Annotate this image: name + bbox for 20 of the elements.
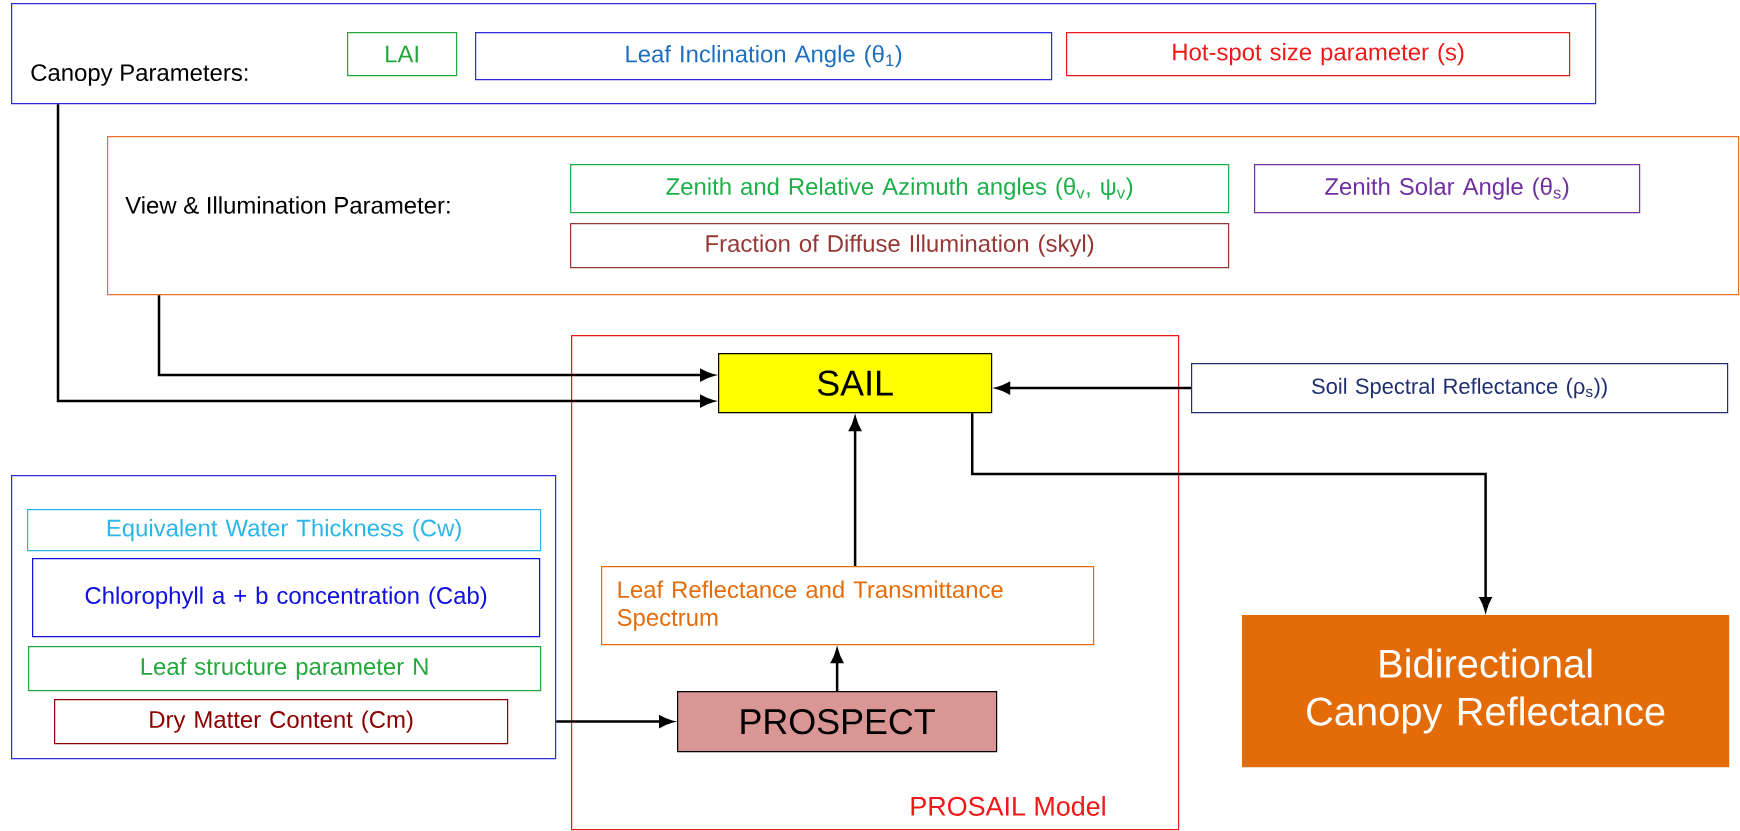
parameter-box: Leaf structure parameter N	[28, 646, 542, 692]
output-box: Leaf Reflectance and Transmittance Spectrum	[601, 566, 1095, 646]
arrow	[831, 648, 844, 691]
parameter-box: Hot-spot size parameter (s)	[1066, 32, 1571, 77]
parameter-box: Dry Matter Content (Cm)	[54, 699, 509, 745]
parameter-box: Leaf Inclination Angle (θ$_{1}$)	[475, 32, 1053, 81]
process-box: SAIL	[718, 353, 993, 414]
process-box: PROSPECT	[677, 691, 998, 753]
input-box: Soil Spectral Reflectance (ρ$_{s}$))	[1191, 363, 1729, 414]
arrow	[157, 295, 715, 382]
arrow	[849, 416, 862, 566]
parameter-box: Zenith Solar Angle (θ$_{s}$)	[1254, 164, 1641, 214]
output-box: Bidirectional Canopy Reflectance	[1242, 615, 1730, 768]
parameter-box: LAI	[347, 32, 458, 77]
parameter-box: Fraction of Diffuse Illumination (skyl)	[570, 223, 1230, 269]
parameter-box: Zenith and Relative Azimuth angles (θ$_{v}$, ψ$_{v}$)	[570, 164, 1230, 214]
arrow	[56, 104, 715, 408]
parameter-box: Chlorophyll a + b concentration (Cab)	[32, 558, 541, 638]
parameter-box: Equivalent Water Thickness (Cw)	[27, 509, 542, 552]
arrow	[995, 382, 1191, 395]
